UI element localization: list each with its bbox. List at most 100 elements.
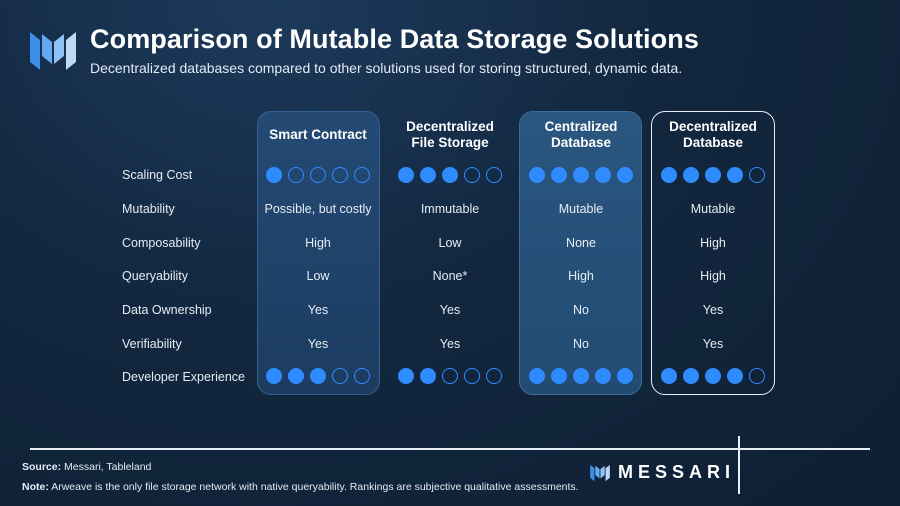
rating-dot-filled [595,167,611,183]
messari-logo-icon [30,32,76,70]
footer-brand: MESSARI [590,462,735,483]
rating-dot-filled [310,368,326,384]
rating-dot-filled [661,167,677,183]
rating-dot-empty [464,368,480,384]
table-cell: Yes [439,303,461,317]
row-label-queryability: Queryability [122,269,188,283]
rating-dot-filled [683,368,699,384]
row-label-composability: Composability [122,236,201,250]
rating-dot-empty [310,167,326,183]
column-header-line: File Storage [411,135,489,150]
footer-divider [30,448,870,450]
table-cell: Yes [439,337,461,351]
messari-logo-icon [590,464,610,481]
rating-dot-filled [705,167,721,183]
developer-experience-rating [388,368,512,384]
scaling-cost-rating [519,167,643,183]
row-label-mutability: Mutability [122,202,175,216]
column-header-line: Decentralized [669,119,757,134]
rating-dot-filled [595,368,611,384]
rating-dot-empty [749,368,765,384]
scaling-cost-rating [388,167,512,183]
rating-dot-filled [727,368,743,384]
rating-dot-empty [288,167,304,183]
footer-brand-name: MESSARI [618,462,736,482]
row-label-data-ownership: Data Ownership [122,303,212,317]
column-header-line: Smart Contract [269,127,367,142]
rating-dot-filled [442,167,458,183]
scaling-cost-rating [651,167,775,183]
table-cell: Possible, but costly [264,202,372,216]
rating-dot-empty [332,368,348,384]
rating-dot-filled [617,368,633,384]
table-cell: Yes [702,337,724,351]
table-cell: High [700,269,726,283]
developer-experience-rating [651,368,775,384]
column-header-smart-contract: Smart Contract [256,127,380,143]
column-header-decentralized-file-storage: Decentralized File Storage [388,119,512,151]
table-cell: None* [432,269,468,283]
table-cell: Low [306,269,330,283]
note-text: Arweave is the only file storage network… [51,481,579,493]
table-cell: Mutable [690,202,736,216]
rating-dot-filled [727,167,743,183]
row-label-developer-experience: Developer Experience [122,370,245,384]
rating-dot-filled [529,167,545,183]
decentralized-database-column-panel [651,111,775,395]
rating-dot-filled [398,167,414,183]
table-cell: Yes [307,303,329,317]
column-header-decentralized-database: Decentralized Database [651,119,775,151]
source-label: Source: [22,461,62,473]
rating-dot-filled [683,167,699,183]
note-label: Note: [22,481,49,493]
column-header-line: Centralized [544,119,618,134]
rating-dot-empty [749,167,765,183]
rating-dot-filled [288,368,304,384]
rating-dot-empty [486,368,502,384]
source-line: Source: Messari, Tableland [22,461,151,473]
smart-contract-column-panel [257,111,380,395]
scaling-cost-rating [256,167,380,183]
rating-dot-filled [551,167,567,183]
table-cell: Mutable [558,202,604,216]
rating-dot-filled [661,368,677,384]
rating-dot-filled [551,368,567,384]
note-line: Note: Arweave is the only file storage n… [22,481,579,493]
rating-dot-filled [420,167,436,183]
table-cell: No [573,337,589,351]
rating-dot-filled [573,368,589,384]
centralized-database-column-panel [519,111,642,395]
table-cell: Yes [307,337,329,351]
developer-experience-rating [519,368,643,384]
column-header-line: Database [682,135,744,150]
table-cell: Low [438,236,462,250]
table-cell: High [305,236,331,250]
source-text: Messari, Tableland [64,461,152,473]
table-cell: None [566,236,596,250]
table-cell: No [573,303,589,317]
table-cell: Yes [702,303,724,317]
rating-dot-filled [266,368,282,384]
rating-dot-empty [354,167,370,183]
table-cell: High [700,236,726,250]
row-label-verifiability: Verifiability [122,337,182,351]
rating-dot-filled [573,167,589,183]
page-subtitle: Decentralized databases compared to othe… [90,60,683,76]
column-header-centralized-database: Centralized Database [519,119,643,151]
rating-dot-empty [354,368,370,384]
rating-dot-filled [529,368,545,384]
rating-dot-filled [420,368,436,384]
rating-dot-filled [398,368,414,384]
rating-dot-empty [486,167,502,183]
rating-dot-empty [442,368,458,384]
column-header-line: Decentralized [406,119,494,134]
table-cell: High [568,269,594,283]
table-cell: Immutable [420,202,480,216]
rating-dot-filled [705,368,721,384]
page-title: Comparison of Mutable Data Storage Solut… [90,24,699,54]
rating-dot-filled [266,167,282,183]
rating-dot-empty [464,167,480,183]
footer-vertical-divider [738,436,740,494]
column-header-line: Database [550,135,612,150]
rating-dot-filled [617,167,633,183]
